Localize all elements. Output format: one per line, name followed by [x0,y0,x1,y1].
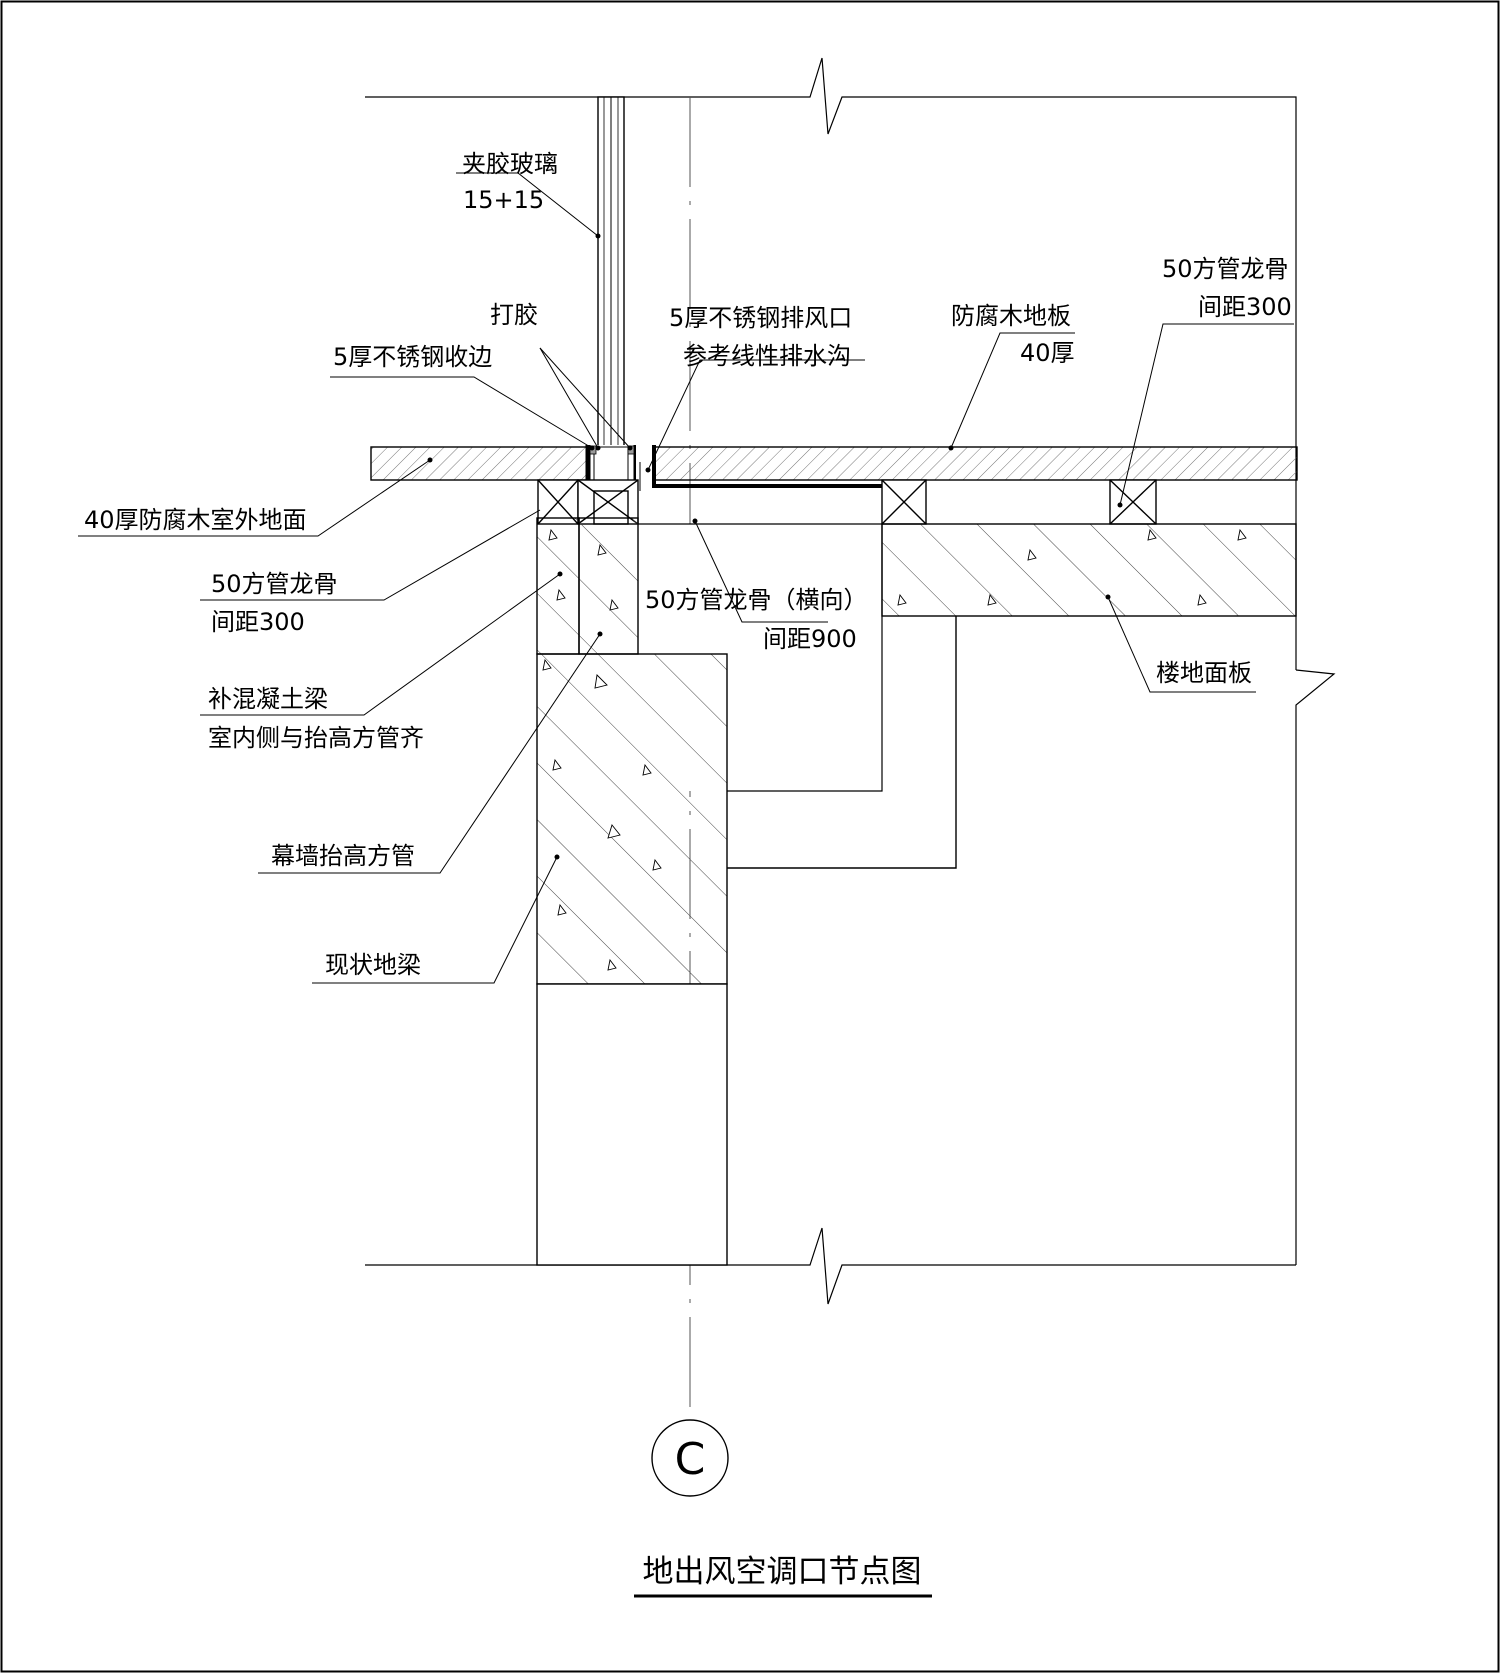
label-glass-thickness: 15+15 [463,186,544,214]
leader-outdoor-floor [78,459,431,537]
leader-lines [78,172,1294,984]
leader-ss-trim [330,376,593,449]
label-glass: 夹胶玻璃 [462,150,558,178]
leader-wood-floor [950,332,1075,449]
horizontal-keel-outline [638,523,883,792]
leader-keel-left [200,509,541,601]
leader-ground-beam [312,856,558,984]
leader-dots [427,233,1123,860]
right-break-line [1295,669,1336,1265]
label-concrete-beam-1: 补混凝土梁 [208,685,328,713]
label-curtain-tube: 幕墙抬高方管 [271,842,415,870]
label-wood-floor-1: 防腐木地板 [951,302,1071,330]
existing-ground-beam [536,653,728,985]
square-tube-keel-mid [881,479,927,525]
label-floor-slab: 楼地面板 [1156,659,1252,687]
section-boundary [365,57,1336,1305]
floor-slab [881,523,1297,617]
label-ss-vent-1: 5厚不锈钢排风口 [669,304,852,332]
laminated-glass [597,96,625,448]
concrete-aggregate [542,528,1247,971]
label-keel-horizontal-2: 间距900 [763,625,857,653]
top-break-line [365,57,1297,670]
wood-floor-board [370,446,1298,481]
label-concrete-beam-2: 室内侧与抬高方管齐 [208,724,424,752]
label-sealant: 打胶 [490,301,538,329]
leader-concrete-beam [200,573,561,716]
label-keel-right-1: 50方管龙骨 [1162,255,1289,283]
leader-sealant-b [539,347,631,449]
label-keel-left-1: 50方管龙骨 [211,570,338,598]
leader-curtain-tube [258,633,601,874]
label-keel-left-2: 间距300 [211,608,305,636]
leader-sealant-a [539,347,599,449]
leader-keel-right [1119,323,1294,506]
floor-slab-step [727,616,957,869]
drawing-title: 地出风空调口节点图 [643,1554,922,1590]
ground-beam-lower [536,983,728,1266]
leader-keel-horizontal [694,520,828,623]
label-ground-beam: 现状地梁 [325,951,421,979]
axis-bubble-label: C [675,1434,706,1485]
label-keel-right-2: 间距300 [1198,293,1292,321]
square-tube-keel-right [1109,479,1157,525]
bottom-break-line [365,1227,1296,1305]
leader-glass [456,172,599,237]
label-ss-vent-2: 参考线性排水沟 [683,342,851,370]
label-outdoor-floor: 40厚防腐木室外地面 [84,506,307,534]
leader-floor-slab [1107,596,1256,693]
label-ss-trim: 5厚不锈钢收边 [333,343,492,371]
leader-ss-vent [647,359,865,471]
curtain-wall-raise-tube [578,517,639,655]
label-wood-floor-2: 40厚 [1020,339,1075,367]
stainless-vent-channel [636,445,882,491]
axis-bubble [651,1419,729,1497]
label-keel-horizontal-1: 50方管龙骨（横向） [645,586,868,614]
